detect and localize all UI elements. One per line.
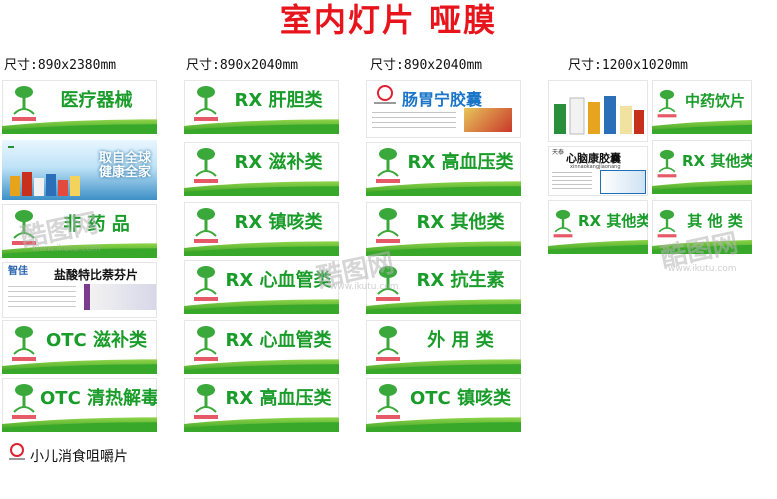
green-wave-icon xyxy=(184,116,339,134)
card-label: RX 滋补类 xyxy=(234,152,323,173)
size-label-1: 尺寸:890x2380mm xyxy=(4,58,117,73)
product-box-icon xyxy=(600,170,646,194)
card-rx-cardio-2: RX 心血管类 xyxy=(184,320,339,374)
product-title: 心脑康胶囊 xyxy=(566,152,621,165)
card-label: RX 心血管类 xyxy=(225,270,332,291)
product-stomach-capsule: 肠胃宁胶囊 xyxy=(366,80,521,138)
product-box-icon xyxy=(84,284,156,310)
product-xinnaokang-capsule: 天泰 心脑康胶囊 xinnaokangjiaonang xyxy=(548,146,648,196)
card-label: RX 其他类 xyxy=(416,212,505,233)
green-wave-icon xyxy=(184,296,339,314)
card-label: 其 他 类 xyxy=(687,212,743,230)
card-label: 中药饮片 xyxy=(684,92,745,110)
card-label: RX 其他类 xyxy=(682,152,752,170)
card-label: OTC 滋补类 xyxy=(45,330,148,351)
card-label: OTC 清热解毒 xyxy=(40,388,157,409)
health-banner: 取自全球 健康全家 xyxy=(2,140,157,200)
green-wave-icon xyxy=(184,238,339,256)
page-title: 室内灯片 哑膜 xyxy=(279,1,498,39)
card-label: RX 肝胆类 xyxy=(234,90,323,111)
product-terbinafine: 智佳 盐酸特比萘芬片 xyxy=(2,262,157,318)
banner-line-1: 取自全球 xyxy=(98,151,151,166)
green-wave-icon xyxy=(366,296,521,314)
product-description-lines xyxy=(8,286,76,310)
product-title: 盐酸特比萘芬片 xyxy=(54,268,139,282)
green-wave-icon xyxy=(366,356,521,374)
product-box-icon xyxy=(464,108,512,132)
brand-logo-icon xyxy=(374,85,396,104)
size-label-4: 尺寸:1200x1020mm xyxy=(568,58,688,73)
card-non-drugs: 非 药 品 xyxy=(2,204,157,258)
green-wave-icon xyxy=(2,356,157,374)
card-rx-other: RX 其他类 xyxy=(366,202,521,256)
brand-logo-icon xyxy=(9,443,25,460)
card-herbal: 中药饮片 xyxy=(652,80,752,134)
card-rx-liver: RX 肝胆类 xyxy=(184,80,339,134)
size-label-3: 尺寸:890x2040mm xyxy=(370,58,483,73)
card-otc-cough: OTC 镇咳类 xyxy=(366,378,521,432)
card-rx-other-3: RX 其他类 xyxy=(652,140,752,194)
banner-brand xyxy=(8,146,14,148)
card-label: RX 抗生素 xyxy=(416,270,505,291)
card-rx-other-2: RX 其他类 xyxy=(548,200,648,254)
card-label: RX 其他类 xyxy=(578,212,648,230)
green-wave-icon xyxy=(184,414,339,432)
product-description-lines xyxy=(552,172,592,192)
watermark-url: www.ikutu.com xyxy=(32,244,101,254)
card-label: RX 高血压类 xyxy=(407,152,514,173)
banner-slogan: 取自全球 健康全家 xyxy=(99,152,151,180)
green-wave-icon xyxy=(548,236,648,254)
green-wave-icon xyxy=(366,414,521,432)
card-label: 医疗器械 xyxy=(60,90,133,111)
product-digestive-tablets: 小儿消食咀嚼片 xyxy=(2,438,157,472)
green-wave-icon xyxy=(184,178,339,196)
green-wave-icon xyxy=(2,414,157,432)
card-rx-cough: RX 镇咳类 xyxy=(184,202,339,256)
card-label: RX 镇咳类 xyxy=(234,212,323,233)
green-wave-icon xyxy=(366,178,521,196)
green-wave-icon xyxy=(652,116,752,134)
watermark-url: www.ikutu.com xyxy=(668,264,737,274)
card-otc-detox: OTC 清热解毒 xyxy=(2,378,157,432)
green-wave-icon xyxy=(184,356,339,374)
card-rx-antibiotic: RX 抗生素 xyxy=(366,260,521,314)
green-wave-icon xyxy=(2,116,157,134)
card-label: OTC 镇咳类 xyxy=(409,388,512,409)
card-label: RX 高血压类 xyxy=(225,388,332,409)
card-medical-devices: 医疗器械 xyxy=(2,80,157,134)
card-rx-hypertension-2: RX 高血压类 xyxy=(366,142,521,196)
card-other: 其 他 类 xyxy=(652,200,752,254)
green-wave-icon xyxy=(652,176,752,194)
card-label: 外 用 类 xyxy=(427,330,494,351)
product-title: 小儿消食咀嚼片 xyxy=(30,449,128,465)
card-label: RX 心血管类 xyxy=(225,330,332,351)
card-otc-tonic: OTC 滋补类 xyxy=(2,320,157,374)
product-prefix: 天泰 xyxy=(552,149,565,156)
card-label: 非 药 品 xyxy=(63,214,130,235)
product-description-lines xyxy=(372,112,456,132)
card-rx-tonic: RX 滋补类 xyxy=(184,142,339,196)
card-rx-hypertension: RX 高血压类 xyxy=(184,378,339,432)
banner-line-2: 健康全家 xyxy=(98,165,151,180)
size-label-2: 尺寸:890x2040mm xyxy=(186,58,299,73)
card-rx-cardio-1: RX 心血管类 xyxy=(184,260,339,314)
watermark-url: www.ikutu.com xyxy=(330,282,399,292)
card-external-use: 外 用 类 xyxy=(366,320,521,374)
product-bottles-icon xyxy=(10,172,80,196)
product-bottles-icon xyxy=(554,96,644,135)
product-hairui-bottles xyxy=(548,80,648,142)
product-title: 肠胃宁胶囊 xyxy=(402,90,483,109)
product-pinyin: xinnaokangjiaonang xyxy=(570,164,621,170)
product-brand: 智佳 xyxy=(8,266,28,277)
